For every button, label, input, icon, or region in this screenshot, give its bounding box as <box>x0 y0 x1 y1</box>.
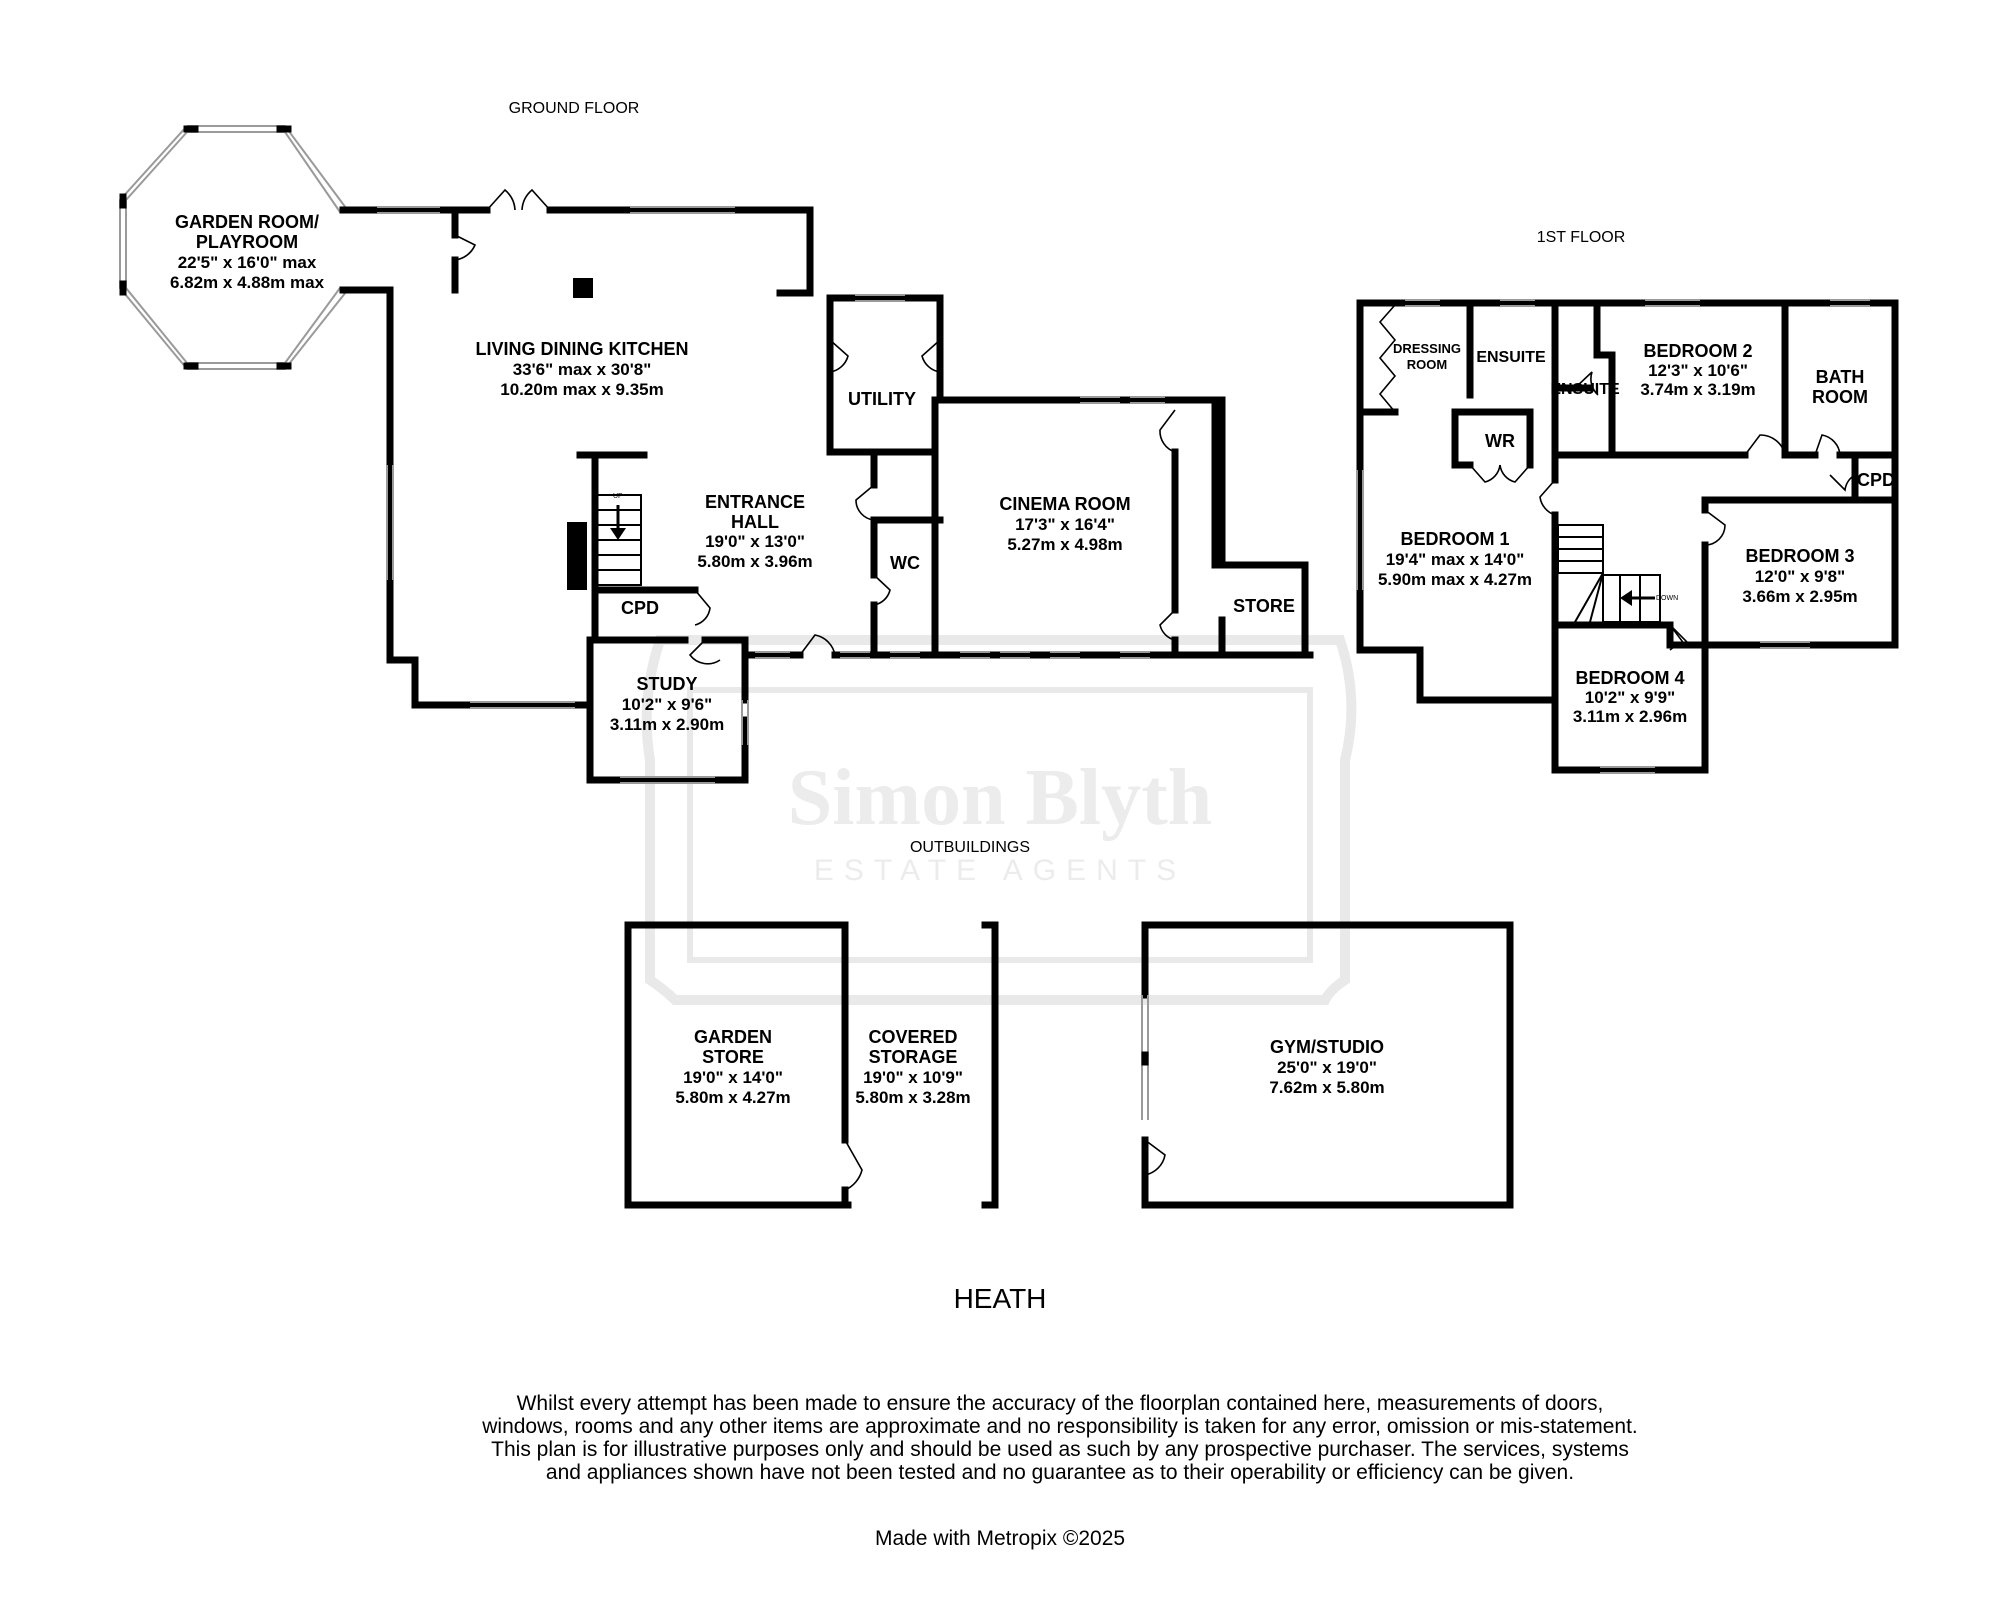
garden-room-name-1: GARDEN ROOM/ <box>175 212 319 232</box>
first-cpd-label: CPD <box>1857 470 1895 490</box>
bedroom-1-dim-1: 19'4" max x 14'0" <box>1386 550 1525 569</box>
ground-cpd-label: CPD <box>621 598 659 618</box>
ensuite-1-label: ENSUITE <box>1476 349 1546 366</box>
living-kitchen-walls <box>366 188 814 709</box>
garden-room-name-2: PLAYROOM <box>196 232 298 252</box>
garden-store-name-1: GARDEN <box>694 1027 772 1047</box>
garden-store-dim-2: 5.80m x 4.27m <box>675 1088 790 1107</box>
bedroom-1-dim-2: 5.90m max x 4.27m <box>1378 570 1532 589</box>
store-walls <box>1211 396 1309 659</box>
store-label: STORE <box>1233 596 1295 616</box>
covered-storage-dim-1: 19'0" x 10'9" <box>863 1068 963 1087</box>
covered-storage-dim-2: 5.80m x 3.28m <box>855 1088 970 1107</box>
garden-store-label: GARDEN STORE 19'0" x 14'0" 5.80m x 4.27m <box>675 1027 790 1107</box>
cinema-room-dim-1: 17'3" x 16'4" <box>1015 515 1115 534</box>
wc-label: WC <box>890 553 920 573</box>
bedroom-4-name: BEDROOM 4 <box>1575 668 1684 688</box>
study-label: STUDY 10'2" x 9'6" 3.11m x 2.90m <box>610 674 724 734</box>
watermark-logo: Simon Blyth ESTATE AGENTS <box>641 635 1357 1005</box>
ground-stairs: UP <box>567 451 648 590</box>
entrance-hall-label: ENTRANCE HALL 19'0" x 13'0" 5.80m x 3.96… <box>697 492 812 571</box>
cinema-room-label: CINEMA ROOM 17'3" x 16'4" 5.27m x 4.98m <box>999 494 1130 554</box>
dressing-room-name-1: DRESSING <box>1393 341 1461 356</box>
living-kitchen-name: LIVING DINING KITCHEN <box>475 339 688 359</box>
ensuite-2-label: ENSUITE <box>1550 381 1620 398</box>
front-wall <box>741 634 1314 659</box>
bedroom-3-name: BEDROOM 3 <box>1745 546 1854 566</box>
stairs-up-label: UP <box>613 493 623 500</box>
study-dim-2: 3.11m x 2.90m <box>610 715 724 734</box>
stairs-down-label: DOWN <box>1656 595 1678 602</box>
first-floor-heading: 1ST FLOOR <box>1537 229 1626 246</box>
bedroom-2-name: BEDROOM 2 <box>1643 341 1752 361</box>
bedroom-4-dim-1: 10'2" x 9'9" <box>1585 688 1675 707</box>
garden-store-name-2: STORE <box>702 1047 764 1067</box>
utility-walls <box>826 294 944 456</box>
cinema-room-name: CINEMA ROOM <box>999 494 1130 514</box>
gym-studio-label: GYM/STUDIO 25'0" x 19'0" 7.62m x 5.80m <box>1269 1037 1384 1097</box>
garden-room-walls <box>119 125 394 370</box>
entrance-hall-dim-2: 5.80m x 3.96m <box>697 552 812 571</box>
utility-label: UTILITY <box>848 389 916 409</box>
disclaimer-text: Whilst every attempt has been made to en… <box>482 1392 1638 1484</box>
covered-storage-name-1: COVERED <box>868 1027 957 1047</box>
watermark-subtitle: ESTATE AGENTS <box>814 854 1186 887</box>
made-with-credit: Made with Metropix ©2025 <box>874 1527 1126 1550</box>
gym-studio-dim-1: 25'0" x 19'0" <box>1277 1058 1377 1077</box>
living-kitchen-dim-2: 10.20m max x 9.35m <box>500 380 664 399</box>
cinema-room-dim-2: 5.27m x 4.98m <box>1007 535 1122 554</box>
living-kitchen-dim-1: 33'6" max x 30'8" <box>513 360 652 379</box>
bedroom-2-label: BEDROOM 2 12'3" x 10'6" 3.74m x 3.19m <box>1640 341 1755 399</box>
garden-store-dim-1: 19'0" x 14'0" <box>683 1068 783 1087</box>
bedroom-1-name: BEDROOM 1 <box>1400 529 1509 549</box>
wr-label: WR <box>1485 431 1515 451</box>
bedroom-3-dim-2: 3.66m x 2.95m <box>1742 587 1857 606</box>
covered-storage-label: COVERED STORAGE 19'0" x 10'9" 5.80m x 3.… <box>855 1027 970 1107</box>
bedroom-2-dim-1: 12'3" x 10'6" <box>1648 361 1748 380</box>
living-kitchen-label: LIVING DINING KITCHEN 33'6" max x 30'8" … <box>475 339 688 399</box>
bathroom-name-1: BATH <box>1816 367 1865 387</box>
first-floor-stairs: DOWN <box>1557 524 1678 623</box>
outbuildings-plan: GARDEN STORE 19'0" x 14'0" 5.80m x 4.27m… <box>624 921 1514 1209</box>
study-name: STUDY <box>636 674 697 694</box>
ground-cpd-walls <box>591 581 711 644</box>
property-caption: HEATH <box>953 1283 1047 1314</box>
first-floor-plan: DOWN DRESSING ROOM ENSUITE ENSUITE BEDRO… <box>1356 299 1899 774</box>
study-walls <box>586 636 749 784</box>
bedroom-3-label: BEDROOM 3 12'0" x 9'8" 3.66m x 2.95m <box>1742 546 1857 606</box>
entrance-hall-dim-1: 19'0" x 13'0" <box>705 532 805 551</box>
entrance-hall-name-1: ENTRANCE <box>705 492 805 512</box>
bedroom-1-label: BEDROOM 1 19'4" max x 14'0" 5.90m max x … <box>1378 529 1532 589</box>
outbuildings-heading: OUTBUILDINGS <box>910 839 1030 856</box>
ground-floor-heading: GROUND FLOOR <box>509 100 640 117</box>
bedroom-4-dim-2: 3.11m x 2.96m <box>1573 707 1687 726</box>
dressing-room-name-2: ROOM <box>1407 357 1447 372</box>
hall-wc-walls <box>855 396 944 659</box>
gym-studio-name: GYM/STUDIO <box>1270 1037 1384 1057</box>
bedroom-3-dim-1: 12'0" x 9'8" <box>1755 567 1845 586</box>
entrance-hall-name-2: HALL <box>731 512 779 532</box>
watermark-name: Simon Blyth <box>788 754 1213 842</box>
garden-room-dim-2: 6.82m x 4.88m max <box>170 273 325 292</box>
bedroom-4-label: BEDROOM 4 10'2" x 9'9" 3.11m x 2.96m <box>1573 668 1687 726</box>
bathroom-name-2: ROOM <box>1812 387 1868 407</box>
garden-room-label: GARDEN ROOM/ PLAYROOM 22'5" x 16'0" max … <box>170 212 325 292</box>
gym-studio-dim-2: 7.62m x 5.80m <box>1269 1078 1384 1097</box>
covered-storage-name-2: STORAGE <box>869 1047 958 1067</box>
ground-floor-plan: UP <box>119 125 1314 784</box>
study-dim-1: 10'2" x 9'6" <box>622 695 712 714</box>
bedroom-2-dim-2: 3.74m x 3.19m <box>1640 380 1755 399</box>
garden-room-dim-1: 22'5" x 16'0" max <box>178 253 317 272</box>
